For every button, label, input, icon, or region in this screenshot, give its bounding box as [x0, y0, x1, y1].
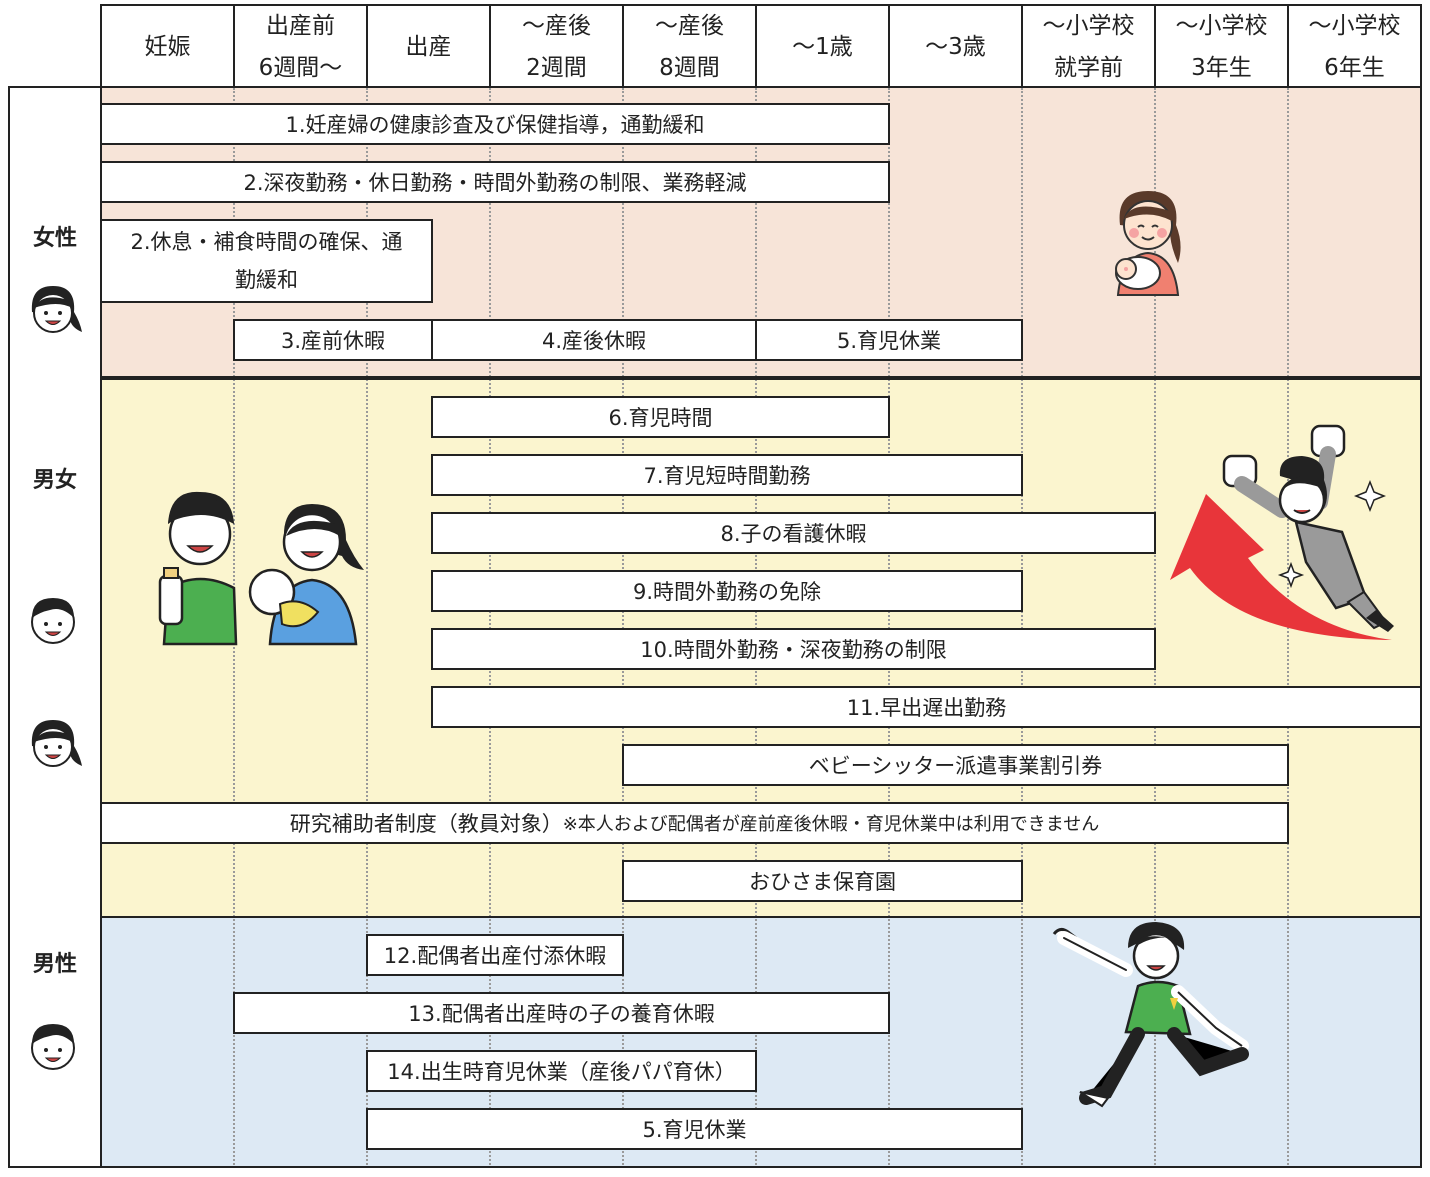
- bar-childcare-leave: 5.育児休業: [755, 319, 1023, 361]
- bar-paternity-leave: 14.出生時育児休業（産後パパ育休）: [366, 1050, 757, 1092]
- column-guide: [366, 88, 368, 1168]
- bar-babysitter-voucher: ベビーシッター派遣事業割引券: [622, 744, 1289, 786]
- bar-rest-time: 2.休息・補食時間の確保、通 勤緩和: [100, 219, 433, 303]
- col-header-8weeks: 〜産後 8週間: [624, 6, 757, 88]
- col-header-line2: 3年生: [1191, 55, 1252, 81]
- col-header-birth: 出産: [368, 6, 491, 88]
- bar-rest-time-line2: 勤緩和: [235, 268, 298, 292]
- col-header-line1: 〜小学校: [1308, 13, 1401, 39]
- bar-rest-time-line1: 2.休息・補食時間の確保、通: [130, 230, 403, 254]
- bar-flex-shift: 11.早出遅出勤務: [431, 686, 1422, 728]
- col-header-line1: 〜小学校: [1175, 13, 1268, 39]
- col-header-grade3: 〜小学校 3年生: [1156, 6, 1289, 88]
- bar-childcare-leave-men: 5.育児休業: [366, 1108, 1023, 1150]
- group-label-men: 男性: [32, 952, 77, 977]
- woman-face-icon: [31, 286, 82, 333]
- businesswoman-flying-illustration: [1222, 424, 1394, 632]
- bar-night-work-limit: 2.深夜勤務・休日勤務・時間外勤務の制限、業務軽減: [100, 161, 890, 203]
- parents-with-baby-illustration: [158, 491, 364, 646]
- bar-postnatal-leave: 4.産後休暇: [431, 319, 757, 361]
- col-header-1year: 〜1歳: [757, 6, 890, 88]
- col-header-before-birth: 出産前 6週間〜: [235, 6, 368, 88]
- running-father-illustration: [1052, 922, 1249, 1108]
- bar-child-nursing-leave: 8.子の看護休暇: [431, 512, 1156, 554]
- col-header-line1: 出産: [405, 34, 452, 60]
- band-both-frame: [8, 378, 1422, 918]
- research-assistant-title: 研究補助者制度（教員対象）: [289, 812, 563, 836]
- col-header-line1: 〜産後: [655, 13, 724, 39]
- red-swoosh-arrow: [1170, 494, 1392, 640]
- bar-prenatal-leave: 3.産前休暇: [233, 319, 433, 361]
- band-women-frame: [8, 88, 1422, 378]
- col-header-preschool: 〜小学校就学前: [1023, 6, 1156, 88]
- bar-nursery: おひさま保育園: [622, 860, 1023, 902]
- col-header-3years: 〜3歳: [890, 6, 1023, 88]
- col-header-line1: 〜3歳: [925, 34, 986, 60]
- group-label-both: 男女: [32, 468, 77, 493]
- group-label-women: 女性: [32, 226, 77, 251]
- col-header-line1: 妊娠: [144, 34, 191, 60]
- header-row: 妊娠 出産前 6週間〜 出産 〜産後 2週間 〜産後 8週間 〜1歳 〜3歳 〜小学校…: [100, 4, 1422, 88]
- label-column-divider: [100, 88, 102, 1168]
- man-face-icon: [31, 598, 75, 644]
- bar-spouse-childcare-leave: 13.配偶者出産時の子の養育休暇: [233, 992, 890, 1034]
- col-header-line1: 〜小学校: [1042, 13, 1135, 39]
- col-header-line1: 〜1歳: [792, 34, 853, 60]
- women-top-border: [8, 86, 102, 88]
- col-header-line2: 就学前: [1054, 55, 1123, 81]
- bar-spouse-birth-leave: 12.配偶者出産付添休暇: [366, 934, 624, 976]
- column-guide: [1287, 88, 1289, 1168]
- col-header-line2: 6年生: [1324, 55, 1385, 81]
- research-assistant-note: ※本人および配偶者が産前産後休暇・育児休業中は利用できません: [562, 814, 1100, 835]
- man-face-icon: [31, 1024, 75, 1070]
- col-header-line2: 8週間: [659, 55, 720, 81]
- bar-overtime-night-limit: 10.時間外勤務・深夜勤務の制限: [431, 628, 1156, 670]
- band-men-frame: [8, 918, 1422, 1168]
- bar-overtime-exemption: 9.時間外勤務の免除: [431, 570, 1023, 612]
- bar-short-hours: 7.育児短時間勤務: [431, 454, 1023, 496]
- col-header-line2: 6週間〜: [258, 55, 343, 81]
- col-header-pregnancy: 妊娠: [102, 6, 235, 88]
- col-header-line1: 出産前: [266, 13, 335, 39]
- mother-holding-baby-illustration: [1115, 191, 1181, 296]
- col-header-line1: 〜産後: [522, 13, 591, 39]
- woman-face-icon: [31, 720, 82, 767]
- bar-research-assistant: 研究補助者制度（教員対象） ※本人および配偶者が産前産後休暇・育児休業中は利用で…: [100, 802, 1289, 844]
- col-header-grade6: 〜小学校 6年生: [1289, 6, 1422, 88]
- bar-childcare-time: 6.育児時間: [431, 396, 890, 438]
- col-header-line2: 2週間: [526, 55, 587, 81]
- bar-health-checkup: 1.妊産婦の健康診査及び保健指導，通勤緩和: [100, 103, 890, 145]
- col-header-2weeks: 〜産後 2週間: [491, 6, 624, 88]
